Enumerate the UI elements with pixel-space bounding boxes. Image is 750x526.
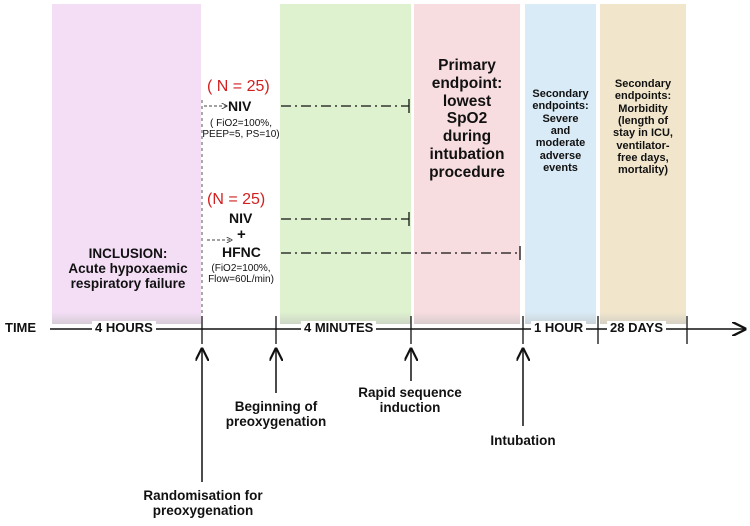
duration-4-minutes: 4 MINUTES <box>301 320 377 336</box>
arm2-settings: (FiO2=100%, Flow=60L/min) <box>208 263 274 286</box>
primary-endpoint-label: Primary endpoint: lowest SpO2 during int… <box>429 57 505 181</box>
arm2-plus-label: + <box>237 226 246 243</box>
inclusion-label: INCLUSION: Acute hypoxaemic respiratory … <box>68 246 188 292</box>
duration-4-hours: 4 HOURS <box>92 320 156 336</box>
arm2-hfnc-label: HFNC <box>222 244 261 260</box>
arm2-sample-size: (N = 25) <box>207 191 266 208</box>
duration-1-hour: 1 HOUR <box>531 320 587 336</box>
primary-endpoint-panel <box>414 4 520 324</box>
beginning-preoxygenation-label: Beginning of preoxygenation <box>225 399 327 430</box>
intubation-label: Intubation <box>490 433 556 448</box>
arm1-niv-label: NIV <box>228 98 252 114</box>
secondary-endpoint-panel <box>525 4 596 324</box>
arm1-sample-size: ( N = 25) <box>207 78 270 95</box>
inclusion-panel <box>52 4 201 324</box>
randomisation-label: Randomisation for preoxygenation <box>143 488 263 519</box>
duration-28-days: 28 DAYS <box>607 320 666 336</box>
time-label: TIME <box>2 320 40 336</box>
arm1-settings: ( FiO2=100%, PEEP=5, PS=10) <box>202 118 280 141</box>
rapid-sequence-induction-label: Rapid sequence induction <box>358 385 462 416</box>
arm2-niv-label: NIV <box>229 210 253 226</box>
secondary-endpoint-label: Secondary endpoints: Severe and moderate… <box>532 88 589 174</box>
morbidity-endpoint-label: Secondary endpoints: Morbidity (length o… <box>613 78 673 177</box>
preoxygenation-panel <box>280 4 411 324</box>
